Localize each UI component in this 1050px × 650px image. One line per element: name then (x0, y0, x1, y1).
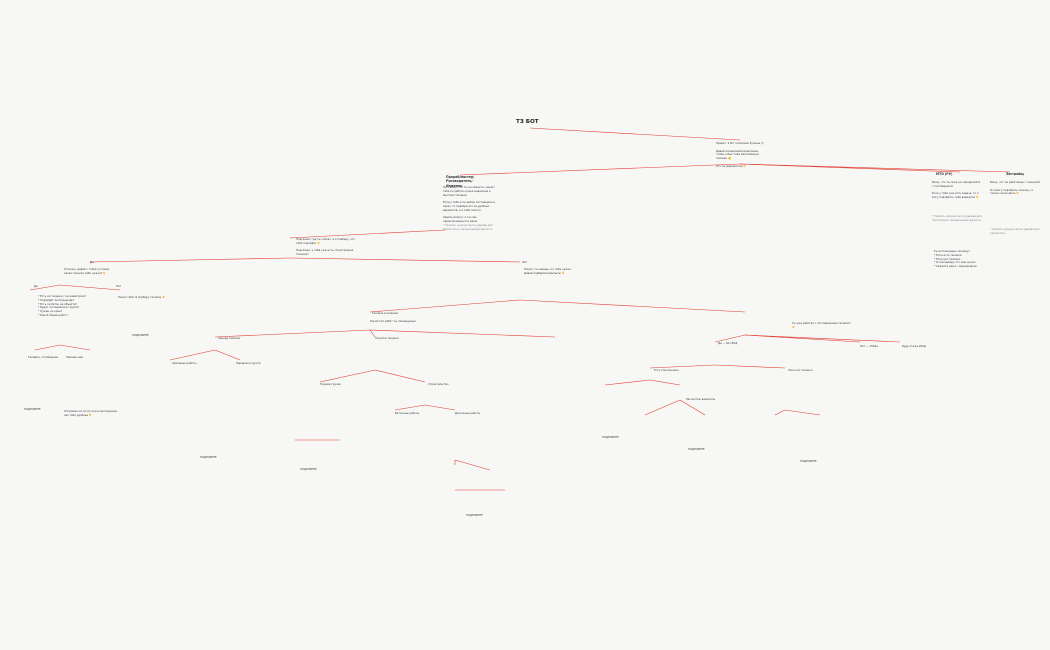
map-title: ТЗ БОТ (516, 119, 539, 125)
branch-prorab-ask: Подскажи, где ты сейчас, а я подберу, чт… (296, 238, 355, 256)
left-question: Отлично, давай с тобой уточним, какая те… (64, 268, 111, 275)
right-question: Ты уже работал с поставщиками техники? 👇 (792, 322, 852, 329)
center-question-2: Какой тип работ ты планируешь? (370, 320, 417, 323)
branch-prorab-note: Ну я вижу, что ты на объекте, значит теб… (443, 186, 495, 223)
right-more-3[interactable]: ПОДРОБНЕЕ (800, 460, 817, 463)
center-item-5[interactable]: Бетонные работы (395, 412, 420, 415)
branch-other-note: Вижу, что ты работаешь с техникой. Я пом… (990, 181, 1041, 196)
left-next[interactable]: ПОДРОБНЕЕ (132, 334, 149, 337)
left-no[interactable]: Нет (116, 285, 122, 288)
branch-mto-title: МТО (РУ) (936, 172, 953, 176)
left-write: Напиши нам (66, 356, 84, 359)
center-item-4[interactable]: Строительство (428, 383, 449, 386)
branch-other-hint: * Указать нужную ветку дерева для просмо… (990, 228, 1041, 235)
center-rent[interactable]: Аренда техники (218, 337, 241, 340)
center-item-3[interactable]: Подъём грузов (320, 383, 341, 386)
right-more-1[interactable]: ПОДРОБНЕЕ (602, 436, 619, 439)
center-item-2[interactable]: Перевозка грунта (236, 362, 261, 365)
right-opt-3[interactable]: Буду позже 200ф (902, 345, 927, 348)
center-item-1[interactable]: Земляные работы (172, 362, 197, 365)
branch-mto-hint: * Указать нужную ветку дерева для просмо… (932, 215, 983, 222)
center-more-2[interactable]: ПОДРОБНЕЕ (300, 468, 317, 471)
center-buy[interactable]: Покупка техники (375, 337, 399, 340)
branch-mto-list: Ты используешь технику? * Если есть техн… (934, 250, 977, 268)
right-type-2[interactable]: Пока нет техники (788, 369, 813, 372)
left-mail: Отправлю на почту или в мессенджер, как … (64, 410, 119, 417)
right-type-3[interactable]: Рассмотрю варианты (686, 398, 716, 401)
right-more-2[interactable]: ПОДРОБНЕЕ (688, 448, 705, 451)
right-type-1[interactable]: Есть спецтехника (654, 369, 679, 372)
branch-prorab-title: Прораб/мастер/Руководитель/Инженер (446, 175, 475, 188)
center-item-6[interactable]: Дорожные работы (455, 412, 481, 415)
left-end[interactable]: ПОДРОБНЕЕ (24, 408, 41, 411)
center-more-1[interactable]: ПОДРОБНЕЕ (200, 456, 217, 459)
branch-other-title: Застройщ (1006, 172, 1024, 176)
center-own[interactable]: Техника в наличии (372, 312, 398, 315)
right-opt-2[interactable]: Нет — 150ф+ (860, 345, 879, 348)
center-more-3[interactable]: ПОДРОБНЕЕ (466, 514, 483, 517)
left-ok: Понял тебя. Я подберу технику 👇 (118, 296, 166, 299)
answer-no[interactable]: Нет (522, 261, 528, 264)
branch-mto-note: Вижу, что ты пока не определился с поста… (932, 181, 981, 199)
right-opt-1[interactable]: Да — 50-150ф (718, 342, 738, 345)
root-note: Привет, я бот компании Русмаш 😊 Давай по… (716, 142, 764, 168)
answer-yes[interactable]: Да (90, 261, 94, 264)
branch-prorab-hint: * Указать нужную ветку дерева для просмо… (443, 224, 494, 231)
left-yes[interactable]: Да (34, 285, 38, 288)
center-question: Понял, ты знаешь что тебе нужно. Давай п… (524, 268, 573, 275)
left-checklist: * Есть ли техника с экскаватором? * Подо… (38, 295, 86, 317)
left-phone: Телефон / Сообщение (28, 356, 59, 359)
